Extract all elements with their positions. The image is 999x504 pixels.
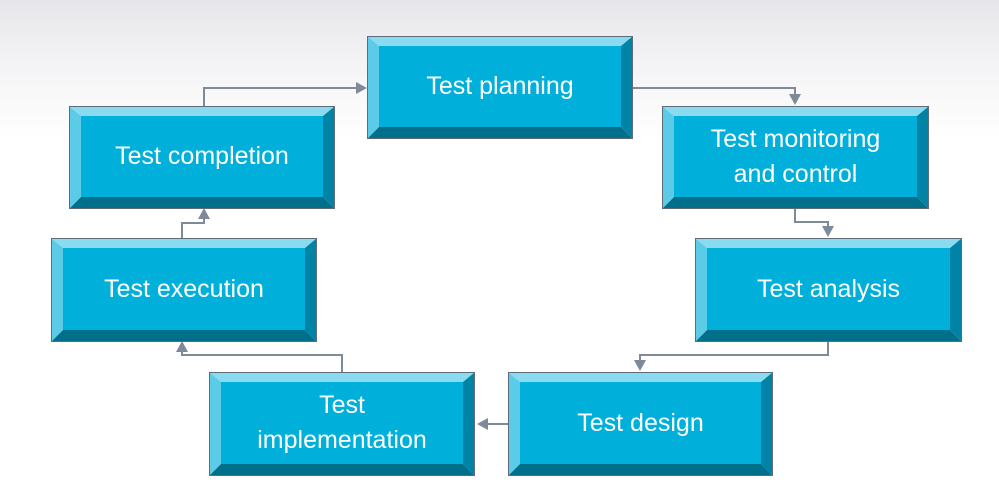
bevel-bottom bbox=[662, 197, 929, 209]
bevel-bottom bbox=[51, 330, 317, 342]
bevel-left bbox=[695, 238, 707, 342]
bevel-top bbox=[69, 106, 335, 116]
bevel-right bbox=[621, 36, 633, 139]
bevel-top bbox=[209, 372, 475, 382]
bevel-top bbox=[51, 238, 317, 248]
box-outline bbox=[367, 36, 633, 139]
arrowhead-analysis-to-design bbox=[634, 360, 646, 371]
step-test-execution: Test execution bbox=[51, 238, 317, 342]
arrowhead-planning-to-monitoring bbox=[789, 94, 801, 105]
step-test-implementation: Test implementation bbox=[209, 372, 475, 476]
step-test-completion: Test completion bbox=[69, 106, 335, 209]
bevel-bottom bbox=[695, 330, 962, 342]
bevel-top bbox=[662, 106, 929, 116]
bevel-bottom bbox=[508, 464, 773, 476]
bevel-right bbox=[950, 238, 962, 342]
step-test-analysis: Test analysis bbox=[695, 238, 962, 342]
step-label: Test analysis bbox=[756, 274, 901, 303]
step-label: Test completion bbox=[115, 142, 289, 170]
step-label: Test planning bbox=[426, 72, 574, 100]
bevel-face bbox=[63, 248, 305, 330]
connector-completion-to-planning bbox=[203, 87, 364, 106]
bevel-frame bbox=[695, 238, 962, 342]
bevel-top bbox=[508, 372, 773, 382]
bevel-right bbox=[917, 106, 929, 209]
bevel-face bbox=[674, 116, 917, 197]
bevel-top bbox=[367, 36, 633, 46]
bevel-right bbox=[323, 106, 335, 209]
bevel-left bbox=[662, 106, 674, 209]
step-label: Test execution bbox=[104, 274, 264, 303]
step-label: Test monitoring and control bbox=[710, 124, 881, 188]
box-outline bbox=[508, 372, 773, 476]
arrowhead-design-to-implementation bbox=[477, 418, 488, 430]
bevel-left bbox=[367, 36, 379, 139]
bevel-face bbox=[379, 46, 621, 127]
bevel-face bbox=[520, 382, 761, 464]
step-label: Test implementation bbox=[257, 391, 427, 454]
bevel-face bbox=[81, 116, 323, 197]
step-test-monitoring-and-control: Test monitoring and control bbox=[662, 106, 929, 209]
bevel-bottom bbox=[69, 197, 335, 209]
bevel-right bbox=[463, 372, 475, 476]
connector-monitoring-to-analysis bbox=[794, 209, 829, 234]
bevel-frame bbox=[367, 36, 633, 139]
bevel-bottom bbox=[367, 127, 633, 139]
bevel-right bbox=[305, 238, 317, 342]
box-outline bbox=[69, 106, 335, 209]
bevel-left bbox=[69, 106, 81, 209]
bevel-left bbox=[508, 372, 520, 476]
bevel-frame bbox=[662, 106, 929, 209]
bevel-frame bbox=[508, 372, 773, 476]
box-outline bbox=[209, 372, 475, 476]
bevel-frame bbox=[209, 372, 475, 476]
bevel-frame bbox=[51, 238, 317, 342]
bevel-top bbox=[695, 238, 962, 248]
connector-implementation-to-execution bbox=[181, 344, 343, 372]
bevel-left bbox=[51, 238, 63, 342]
bevel-face bbox=[221, 382, 463, 464]
connector-analysis-to-design bbox=[639, 342, 829, 368]
arrowhead-monitoring-to-analysis bbox=[822, 226, 834, 237]
connector-planning-to-monitoring bbox=[633, 87, 796, 102]
bevel-right bbox=[761, 372, 773, 476]
arrowhead-execution-to-completion bbox=[198, 208, 210, 219]
bevel-face bbox=[707, 248, 950, 330]
box-outline bbox=[51, 238, 317, 342]
box-outline bbox=[695, 238, 962, 342]
bevel-bottom bbox=[209, 464, 475, 476]
step-label: Test design bbox=[577, 408, 704, 437]
bevel-left bbox=[209, 372, 221, 476]
step-test-design: Test design bbox=[508, 372, 773, 476]
arrowhead-implementation-to-execution bbox=[176, 341, 188, 352]
box-outline bbox=[662, 106, 929, 209]
step-test-planning: Test planning bbox=[367, 36, 633, 139]
arrowhead-completion-to-planning bbox=[356, 82, 367, 94]
bevel-frame bbox=[69, 106, 335, 209]
